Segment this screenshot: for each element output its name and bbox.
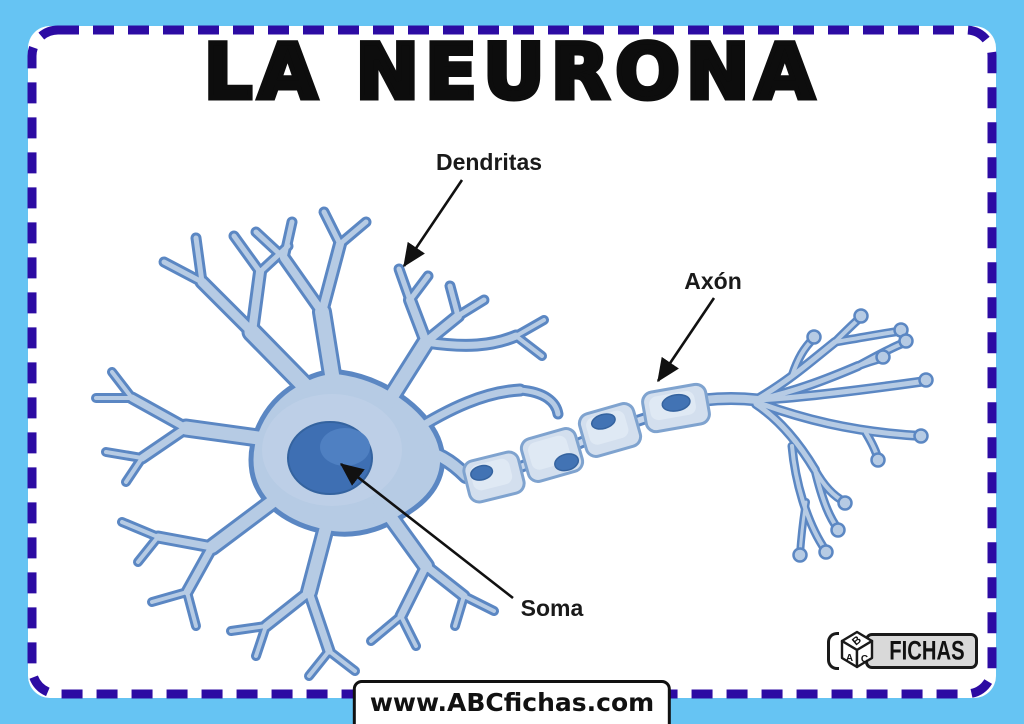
dendrite-fill-path bbox=[280, 254, 326, 316]
watermark-box: www.ABCfichas.com bbox=[352, 680, 672, 724]
terminal-bulb bbox=[875, 349, 891, 365]
dendrite-fill-path bbox=[128, 394, 190, 432]
dendrite-fill-path bbox=[138, 424, 190, 462]
dendrite-fill-path bbox=[396, 266, 413, 303]
dendrite-fill-path bbox=[399, 614, 418, 648]
dendrite-fill-path bbox=[406, 296, 430, 346]
dendrite-fill-path bbox=[120, 520, 160, 539]
axon-terminal-fill-path bbox=[753, 401, 818, 473]
dendrite-fill-path bbox=[305, 588, 333, 655]
axon-arrow bbox=[656, 297, 716, 383]
dendrite-fill-path bbox=[514, 334, 544, 358]
dendrite-fill-path bbox=[422, 562, 468, 600]
nucleus-highlight bbox=[320, 428, 370, 466]
dendrite-fill-path bbox=[318, 240, 344, 316]
logo-badge-text: FICHAS bbox=[889, 635, 965, 666]
dendrite-fill-path bbox=[514, 318, 546, 338]
dendrite-fill-path bbox=[231, 233, 263, 275]
dendrite-fill-path bbox=[327, 649, 357, 673]
dendrite-fill-path bbox=[321, 209, 343, 247]
terminal-bulb bbox=[898, 333, 914, 349]
dendrite-fill-path bbox=[370, 491, 432, 572]
terminal-bulb bbox=[818, 544, 834, 560]
terminal-bulb bbox=[870, 452, 886, 468]
label-soma: Soma bbox=[521, 595, 584, 621]
dendrite-fill-path bbox=[262, 588, 313, 630]
dendrite-fill-path bbox=[254, 624, 268, 658]
dendrite-fill-path bbox=[303, 506, 336, 598]
dendrite-fill-path bbox=[517, 387, 561, 417]
dendrite-fill-path bbox=[453, 594, 466, 628]
cube-letter-a: A bbox=[846, 653, 853, 664]
dendrite-fill-path bbox=[307, 649, 331, 678]
myelin-segment bbox=[462, 450, 526, 504]
dendrite-fill-path bbox=[161, 259, 205, 285]
dendrite-fill-path bbox=[337, 219, 369, 247]
label-dendritas: Dendritas bbox=[436, 149, 542, 175]
dendrite-fill-path bbox=[183, 543, 216, 596]
abc-cube-icon: B A C bbox=[840, 630, 874, 669]
logo-badge: FICHAS bbox=[865, 633, 978, 669]
terminal-bulb bbox=[837, 495, 853, 511]
dendrite-fill-path bbox=[248, 268, 264, 336]
dendrite-fill-path bbox=[110, 370, 134, 400]
dendrite-fill-path bbox=[124, 456, 144, 484]
axon-terminal-fill-path bbox=[753, 399, 924, 439]
dendrite-fill-path bbox=[150, 590, 189, 604]
dendrite-fill-path bbox=[455, 297, 487, 319]
terminal-bulbs-group bbox=[792, 308, 934, 563]
axon-terminal-fill-path bbox=[753, 378, 929, 403]
dendrite-fill-path bbox=[229, 624, 268, 633]
dendrite-fill-path bbox=[407, 273, 431, 303]
cube-letter-c: C bbox=[861, 654, 868, 665]
dendrite-fill-path bbox=[462, 594, 496, 613]
axon-terminal-fill-path bbox=[700, 394, 762, 404]
terminal-bulb bbox=[806, 329, 822, 345]
axon-terminal-fill-path bbox=[790, 444, 828, 553]
dendrite-fill-path bbox=[206, 481, 298, 553]
dendrite-fill-path bbox=[403, 441, 471, 481]
abcfichas-logo: B A C FICHAS bbox=[827, 628, 978, 674]
dendrite-fill-path bbox=[154, 533, 216, 551]
myelin-segment bbox=[641, 382, 711, 434]
axon-terminal-fill-path bbox=[753, 339, 838, 403]
page-title: LA NEURONA bbox=[201, 27, 821, 116]
dendrite-fill-path bbox=[185, 590, 198, 628]
dendrite-fill-path bbox=[397, 562, 430, 620]
terminal-bulb bbox=[792, 547, 808, 563]
terminal-bulb bbox=[830, 522, 846, 538]
terminal-bulb bbox=[853, 308, 869, 324]
label-axon: Axón bbox=[684, 268, 742, 294]
dendrite-fill-path bbox=[193, 235, 205, 285]
dendrite-fill-path bbox=[104, 450, 144, 460]
myelin-segment bbox=[577, 402, 643, 458]
terminal-bulb bbox=[913, 428, 929, 444]
dendrite-fill-path bbox=[253, 229, 287, 261]
dendrite-fill-path bbox=[281, 219, 295, 261]
dendrite-fill-path bbox=[422, 312, 462, 346]
dendrite-fill-path bbox=[136, 535, 160, 564]
dendrite-fill-path bbox=[422, 332, 520, 349]
soma-arrow bbox=[339, 462, 514, 600]
dendrite-fill-path bbox=[369, 614, 403, 643]
dendrite-fill-path bbox=[408, 386, 524, 436]
watermark-text: www.ABCfichas.com bbox=[369, 688, 655, 717]
dendritas-arrow bbox=[402, 179, 464, 268]
myelin-segment bbox=[519, 427, 585, 483]
dendrite-fill-path bbox=[371, 335, 433, 425]
terminal-bulb bbox=[918, 372, 934, 388]
dendrite-fill-path bbox=[197, 277, 257, 337]
dendrite-fill-path bbox=[447, 283, 461, 319]
